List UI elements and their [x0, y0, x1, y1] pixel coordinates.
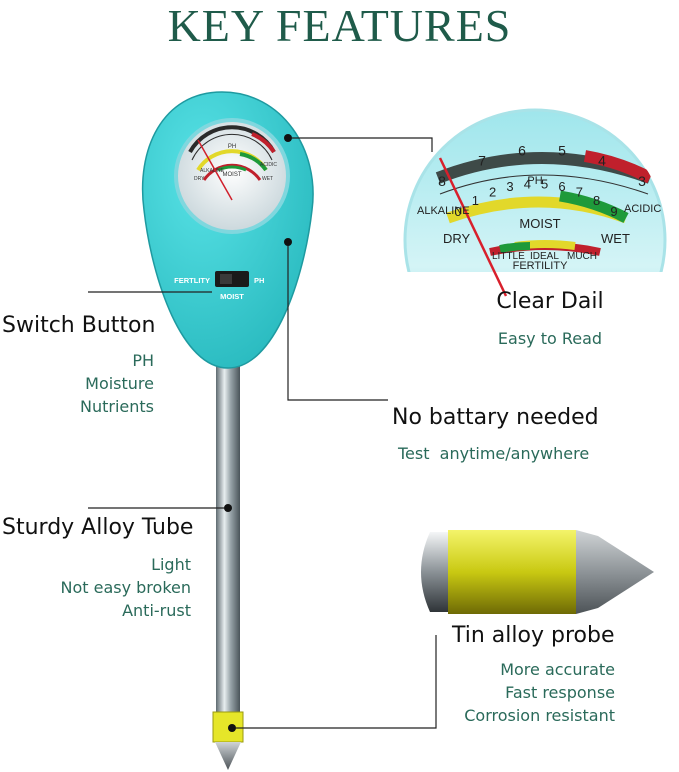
probe-desc-2: Fast response — [505, 683, 615, 702]
alloy-tube-desc-2: Not easy broken — [60, 578, 191, 597]
alloy-tube-heading: Sturdy Alloy Tube — [2, 515, 194, 540]
probe-desc-1: More accurate — [500, 660, 615, 679]
dial-fertility-label: FERTILITY — [513, 260, 568, 272]
moist-tick-6: 6 — [558, 179, 565, 194]
small-dial-needle — [197, 139, 233, 201]
probe-heading: Tin alloy probe — [452, 623, 615, 648]
alloy-tube-desc-3: Anti-rust — [122, 601, 191, 620]
probe-desc-3: Corrosion resistant — [464, 706, 615, 725]
moist-tick-4: 4 — [524, 176, 531, 191]
alloy-tube — [216, 366, 240, 712]
page-title: KEY FEATURES — [167, 0, 512, 51]
moist-tick-7: 7 — [576, 185, 583, 200]
dial-ph-label: PH — [527, 175, 542, 187]
small-dial-ph: PH — [228, 144, 236, 150]
dial-little-label: LITTLE — [492, 251, 525, 262]
dial-acidic-label: ACIDIC — [624, 203, 661, 215]
dial-wet-label: WET — [601, 231, 630, 246]
clear-dial-heading: Clear Dail — [496, 289, 604, 314]
small-dial-wet: WET — [262, 176, 273, 182]
small-dial — [174, 118, 290, 234]
moist-tick-2: 2 — [489, 185, 496, 200]
ph-tick-4: 4 — [598, 153, 606, 169]
small-dial-alkaline: ALKALINE — [200, 168, 225, 174]
switch-button-desc-3: Nutrients — [80, 397, 154, 416]
small-dial-acidic: ACIDIC — [260, 162, 277, 168]
probe-tip — [215, 742, 241, 770]
dial-ideal-label: IDEAL — [530, 251, 559, 262]
switch-label-ph: PH — [254, 276, 264, 285]
small-dial-dry: DRY — [194, 176, 205, 182]
moist-tick-0: 0 — [454, 204, 461, 219]
dial-closeup-needle — [438, 157, 508, 297]
switch-label-moist: MOIST — [220, 292, 244, 301]
switch-button-desc-1: PH — [132, 351, 154, 370]
ph-tick-8: 8 — [438, 173, 446, 189]
callout-lines — [88, 134, 437, 732]
switch-button-heading: Switch Button — [2, 313, 156, 338]
switch-button-desc-2: Moisture — [85, 374, 154, 393]
moist-tick-8: 8 — [593, 193, 600, 208]
ph-tick-6: 6 — [518, 142, 526, 158]
clear-dial-desc: Easy to Read — [497, 329, 603, 348]
probe-closeup — [421, 530, 654, 614]
alloy-tube-desc-1: Light — [151, 555, 191, 574]
moist-tick-3: 3 — [506, 179, 513, 194]
dial-alkaline-label: ALKALINE — [417, 205, 470, 217]
probe-yellow-band — [212, 711, 244, 743]
dial-moist-label: MOIST — [519, 216, 560, 231]
moist-tick-1: 1 — [472, 193, 479, 208]
switch-label-fertility: FERTLITY — [174, 276, 210, 285]
no-battery-heading: No battary needed — [392, 405, 599, 430]
moist-tick-5: 5 — [541, 176, 548, 191]
moist-tick-9: 9 — [610, 204, 617, 219]
dial-dry-label: DRY — [443, 231, 471, 246]
dial-much-label: MUCH — [567, 251, 597, 262]
ph-tick-5: 5 — [558, 142, 566, 158]
small-dial-moist: MOIST — [223, 172, 242, 178]
no-battery-desc: Test anytime/anywhere — [398, 444, 590, 463]
ph-tick-7: 7 — [478, 153, 486, 169]
ph-tick-3: 3 — [638, 173, 646, 189]
